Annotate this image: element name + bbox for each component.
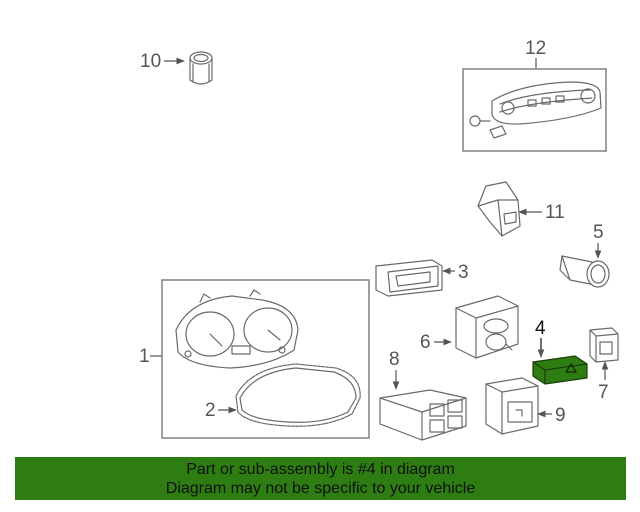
banner-line-1: Part or sub-assembly is #4 in diagram — [186, 461, 455, 478]
switch-housing-icon — [477, 181, 521, 237]
part-4[interactable]: 4 — [532, 318, 588, 385]
small-switch-icon — [589, 327, 619, 363]
frame-12 — [462, 68, 607, 152]
callout-3: 3 — [458, 262, 469, 283]
callout-6: 6 — [420, 332, 431, 353]
callout-4: 4 — [535, 318, 546, 339]
callout-9: 9 — [555, 405, 566, 426]
part-2[interactable]: 2 — [205, 363, 361, 427]
part-7[interactable]: 7 — [589, 327, 619, 403]
part-11[interactable]: 11 — [477, 181, 565, 237]
ignition-button-icon — [559, 255, 610, 288]
part-6[interactable]: 6 — [420, 295, 519, 359]
banner-line-2: Diagram may not be specific to your vehi… — [165, 480, 476, 497]
climate-control-panel-icon — [469, 81, 602, 139]
callout-12: 12 — [525, 38, 546, 59]
instrument-cluster-icon — [175, 289, 299, 369]
hazard-switch-icon — [532, 355, 588, 385]
part-1[interactable]: 1 — [139, 279, 370, 439]
callout-10: 10 — [140, 51, 161, 72]
callout-2: 2 — [205, 400, 216, 421]
callout-11: 11 — [545, 202, 565, 223]
part-10[interactable]: 10 — [140, 51, 213, 85]
switch-bezel-icon — [379, 389, 467, 441]
callout-8: 8 — [389, 349, 400, 370]
mirror-switch-icon — [455, 295, 519, 359]
parts-diagram: 10 12 — [139, 38, 619, 441]
part-5[interactable]: 5 — [559, 222, 610, 288]
switch-base-icon — [485, 377, 539, 435]
part-9[interactable]: 9 — [485, 377, 566, 435]
callout-1: 1 — [139, 346, 150, 367]
info-banner: Part or sub-assembly is #4 in diagram Di… — [15, 457, 626, 500]
part-12[interactable]: 12 — [462, 38, 607, 152]
callout-5: 5 — [593, 222, 604, 243]
cluster-lens-icon — [235, 363, 361, 427]
callout-7: 7 — [598, 382, 609, 403]
part-8[interactable]: 8 — [379, 349, 467, 441]
display-module-icon — [375, 259, 443, 297]
part-3[interactable]: 3 — [375, 259, 469, 297]
push-button-switch-icon — [189, 51, 213, 85]
frame-1 — [161, 279, 370, 439]
